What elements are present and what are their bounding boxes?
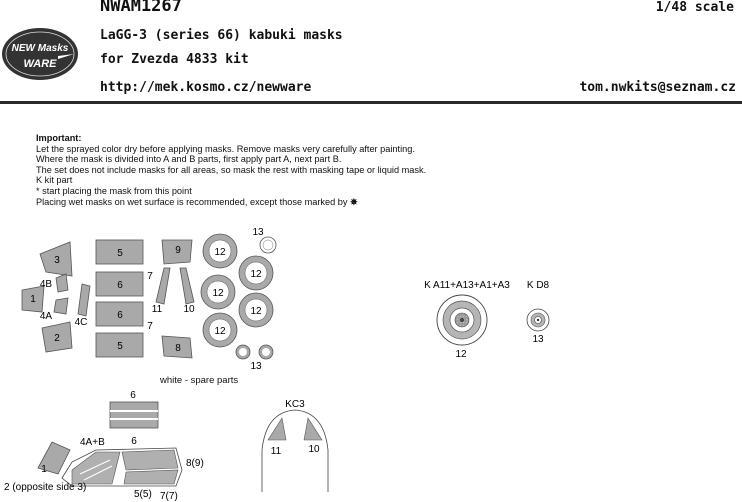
new-ware-logo: NEW Masks WARE [2,28,78,80]
panel [95,301,144,327]
front-label-11: 11 [271,446,282,457]
logo-text-bottom: WARE [24,58,58,70]
instructions: Important: Let the sprayed color dry bef… [36,133,506,207]
panel [95,239,144,265]
label-3: 3 [54,255,60,266]
panel-label: 5 [117,341,123,352]
mask-piece [155,267,171,305]
wheel-masks [200,233,277,360]
mask-piece [161,239,193,265]
side-label-7-7: 7(7) [160,491,178,502]
label-7: 7 [147,271,153,282]
wheel-mask [238,255,274,291]
instruction-line: Placing wet masks on wet surface is reco… [36,197,506,208]
wheel-label: 12 [250,269,262,280]
canopy-left-masks [21,241,91,353]
side-label-6: 6 [130,390,136,401]
label-4b: 4B [40,279,53,290]
instruction-line: Where the mask is divided into A and B p… [36,154,342,165]
label-8: 8 [175,343,181,354]
spare-parts-label: white - spare parts [160,375,239,386]
wheel-label: 12 [214,326,226,337]
contact-email[interactable]: tom.nwkits@seznam.cz [579,80,736,95]
mask-piece [21,285,45,313]
scale-label: 1/48 scale [655,0,734,15]
mask-piece [55,273,69,293]
label-1: 1 [30,294,36,305]
instruction-line: The set does not include masks for all a… [36,164,427,175]
side-label-2: 2 (opposite side 3) [4,482,86,493]
instruction-line: K kit part [36,175,73,186]
wheel-label: 12 [214,247,226,258]
side-label-1: 1 [41,464,47,475]
panel-label: 5 [117,248,123,259]
label-2: 2 [54,333,60,344]
panel [95,271,144,297]
label-10: 10 [183,304,195,315]
canopy-panels [95,239,144,358]
label-11: 11 [152,304,163,315]
canopy-side-view [37,401,183,487]
canopy-right-masks [155,239,195,359]
title-line-2: for Zvezda 4833 kit [100,52,249,67]
wheel-label-13: 13 [250,361,262,372]
wheel-mask-small [259,236,277,254]
label-4a: 4A [40,311,53,322]
instruction-line-text: Placing wet masks on wet surface is reco… [36,196,348,207]
panel-label: 6 [117,280,123,291]
main-wheel-diagram [436,294,488,346]
wheel-label-13: 13 [252,227,264,238]
label-7b: 7 [147,321,153,332]
wheel-label: 12 [250,306,262,317]
title-line-1: LaGG-3 (series 66) kabuki masks [100,28,343,43]
wheel-mask-small [258,344,274,360]
wheel-label: 12 [212,288,224,299]
label-9: 9 [175,245,181,256]
tail-wheel-label: K D8 [527,280,550,291]
wheel-mask-small [235,344,251,360]
wheel-mask [202,233,238,269]
main-wheel-label: K A11+A13+A1+A3 [424,280,510,291]
side-label-4ab: 4A+B [80,437,105,448]
canopy-front-view [261,409,329,492]
mask-piece [41,321,73,353]
mask-piece [161,335,193,359]
wheel-mask [202,312,238,348]
tail-wheel-diagram [526,308,550,332]
front-label-10: 10 [308,444,320,455]
mask-piece [179,267,195,305]
instructions-heading: Important: [36,133,82,143]
panel [95,332,144,358]
mask-piece [53,297,69,315]
website-url[interactable]: http://mek.kosmo.cz/newware [100,80,312,95]
wheel-mask [200,274,236,310]
mask-piece [77,283,91,317]
instruction-line: * start placing the mask from this point [36,185,192,196]
instruction-line: Let the sprayed color dry before applyin… [36,143,415,154]
side-label-8-9: 8(9) [186,458,204,469]
main-wheel-number: 12 [455,349,467,360]
kit-code: NWAM1267 [100,0,182,16]
mask-piece [39,241,73,277]
label-4c: 4C [75,317,88,328]
side-label-6b: 6 [131,436,137,447]
panel-label: 6 [117,310,123,321]
wheel-mask [238,292,274,328]
header-divider [0,101,742,104]
dry-apply-icon: ✵ [350,196,358,207]
front-label-kc3: KC3 [285,399,305,410]
side-label-5-5: 5(5) [134,489,152,500]
logo-text-top: NEW Masks [12,43,69,54]
tail-wheel-number: 13 [532,334,544,345]
